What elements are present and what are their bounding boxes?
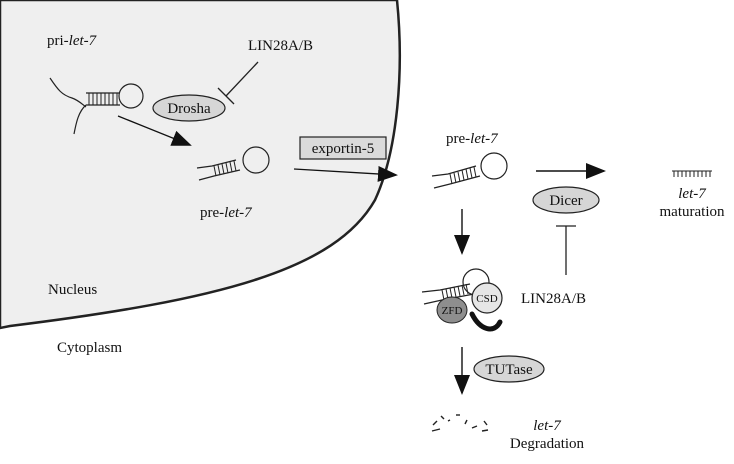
nucleus-label: Nucleus bbox=[48, 282, 97, 298]
lin28-bottom-label: LIN28A/B bbox=[521, 291, 586, 307]
pre-let7-cytoplasm-label: pre-let-7 bbox=[446, 131, 499, 147]
csd-domain-label: CSD bbox=[476, 293, 497, 305]
lin28-inhibition-line bbox=[225, 61, 259, 97]
dicer-label: Dicer bbox=[549, 193, 582, 209]
pre-let7-nuclear-hairpin bbox=[196, 146, 270, 181]
lin28-prelet7-complex bbox=[421, 268, 503, 332]
degraded-let7-label: let-7 bbox=[533, 418, 562, 434]
pre-let7-nuclear-label: pre-let-7 bbox=[200, 205, 253, 221]
mature-let7-label: let-7 bbox=[678, 186, 707, 202]
pre-let7-cytoplasm-hairpin bbox=[431, 152, 508, 189]
nucleus-region bbox=[0, 0, 402, 330]
cytoplasm-label: Cytoplasm bbox=[57, 340, 122, 356]
zfd-domain-label: ZFD bbox=[442, 305, 463, 317]
inhibition-bar bbox=[217, 87, 235, 105]
degraded-let7-fragments bbox=[431, 414, 489, 432]
export-arrow bbox=[293, 165, 398, 182]
drosha-label: Drosha bbox=[167, 101, 211, 117]
exportin5-label: exportin-5 bbox=[312, 141, 374, 157]
tutase-label: TUTase bbox=[485, 362, 533, 378]
processing-arrow bbox=[117, 115, 192, 146]
pri-let7-label: pri-let-7 bbox=[47, 33, 98, 49]
lin28-top-label: LIN28A/B bbox=[248, 38, 313, 54]
exportin5-box bbox=[299, 136, 387, 160]
degradation-label: Degradation bbox=[510, 436, 585, 452]
drosha-enzyme bbox=[152, 94, 226, 122]
maturation-label: maturation bbox=[660, 204, 725, 220]
pri-let7-hairpin bbox=[49, 77, 144, 135]
dicer-enzyme bbox=[532, 186, 600, 214]
mature-let7-duplex bbox=[672, 170, 712, 177]
tutase-enzyme bbox=[473, 355, 545, 383]
